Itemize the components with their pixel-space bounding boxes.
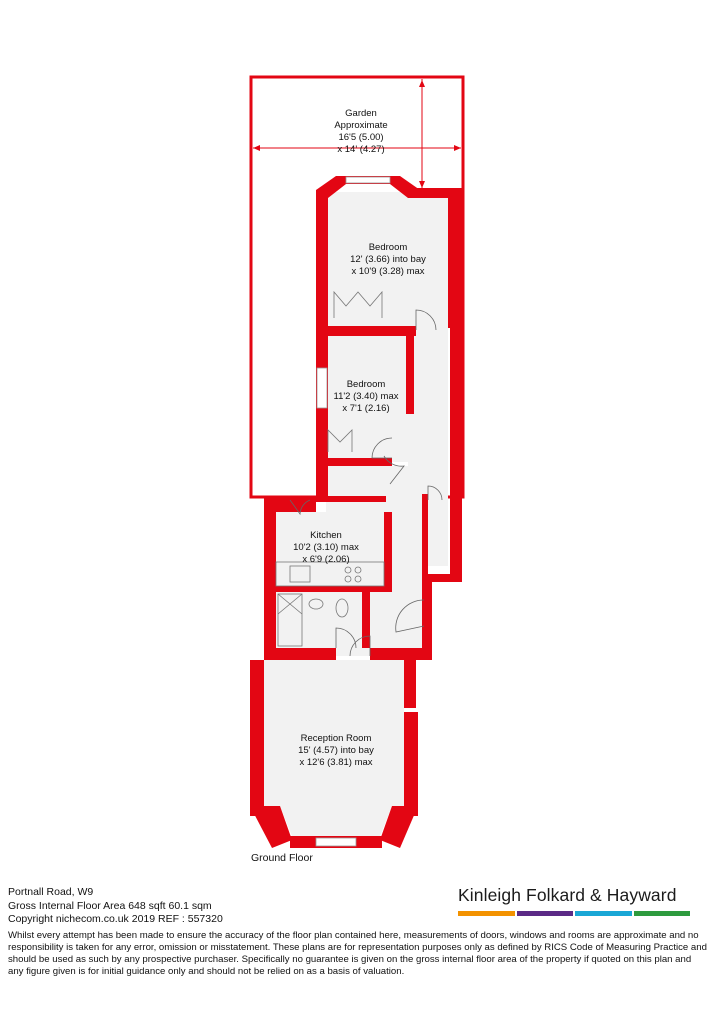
cupboard-wall <box>422 494 428 574</box>
bedroom2-label-3: x 7'1 (2.16) <box>342 403 389 414</box>
kitchen-bottom-wall <box>276 586 392 592</box>
brand-bar-green <box>633 911 690 916</box>
brand-logo: Kinleigh Folkard & Hayward <box>458 885 690 916</box>
wardrobe-bedroom2 <box>327 429 353 452</box>
reception-bay-right <box>380 806 418 848</box>
bedroom2-right-wall <box>406 334 414 414</box>
brand-bar-purple <box>516 911 573 916</box>
reception-bay-floor <box>280 806 392 836</box>
door-front <box>395 599 425 633</box>
label-bedroom-2: Bedroom 11'2 (3.40) max x 7'1 (2.16) <box>333 379 398 414</box>
brand-color-bars <box>458 911 690 916</box>
bedroom2-window <box>316 367 328 409</box>
kitchen-floor <box>276 512 386 586</box>
door-hall <box>383 455 405 485</box>
bathroom-floor <box>276 592 362 648</box>
toilet <box>335 598 349 618</box>
hall-right-lower <box>422 574 462 582</box>
reception-label-1: Reception Room <box>301 733 372 744</box>
walls <box>250 176 462 848</box>
brand-bar-orange <box>458 911 515 916</box>
hob-ring-3 <box>344 575 352 583</box>
kitchen-right-wall <box>384 512 392 588</box>
hob-ring-1 <box>344 566 352 574</box>
bedroom1-label-2: 12' (3.66) into bay <box>350 254 426 265</box>
sink <box>289 565 311 583</box>
hob-ring-4 <box>354 575 362 583</box>
floor-label: Ground Floor <box>251 852 313 864</box>
reception-label-3: x 12'6 (3.81) max <box>299 757 372 768</box>
bedroom1-label-1: Bedroom <box>369 242 408 253</box>
address: Portnall Road, W9 <box>8 886 94 898</box>
garden-label-3: 16'5 (5.00) <box>338 132 383 143</box>
garden-label-4: x 14' (4.27) <box>337 144 384 155</box>
hall-right-wall <box>450 328 462 574</box>
door-kitchen <box>289 499 311 516</box>
doors <box>289 309 443 657</box>
bedroom2-bottom-wall <box>326 458 392 466</box>
bath-tub <box>277 593 303 647</box>
garden-label-1: Garden <box>345 108 377 119</box>
bedroom-2-floor <box>326 336 408 462</box>
bath-cross-2 <box>277 593 303 615</box>
kitchen-label-1: Kitchen <box>310 530 342 541</box>
reception-floor <box>264 660 404 806</box>
bedroom1-top-right <box>408 188 462 198</box>
copyright: Copyright nichecom.co.uk 2019 REF : 5573… <box>8 913 223 925</box>
kitchen-top-wall <box>264 496 316 512</box>
fixtures <box>275 290 385 647</box>
hall-bottom-wall <box>370 648 432 660</box>
reception-label-2: 15' (4.57) into bay <box>298 745 374 756</box>
reception-window-centre <box>315 837 357 847</box>
kitchen-counter <box>275 561 385 587</box>
door-bedroom2 <box>371 437 393 459</box>
label-kitchen: Kitchen 10'2 (3.10) max x 6'9 (2.06) <box>293 530 359 565</box>
door-reception <box>349 635 371 657</box>
bedroom1-right-wall <box>448 188 462 328</box>
bedroom1-bottom-wall <box>328 326 416 336</box>
label-bedroom-1: Bedroom 12' (3.66) into bay x 10'9 (3.28… <box>350 242 426 277</box>
brand-bar-blue <box>575 911 632 916</box>
reception-left-wall <box>250 660 264 816</box>
arrow-head-top <box>419 80 425 87</box>
arrow-head-right <box>454 145 461 151</box>
kitchen-label-2: 10'2 (3.10) max <box>293 542 359 553</box>
kitchen-label-3: x 6'9 (2.06) <box>302 554 349 565</box>
bath-bottom-wall <box>276 648 336 660</box>
disclaimer: Whilst every attempt has been made to en… <box>8 930 707 977</box>
arrow-head-bottom <box>419 181 425 188</box>
hob-ring-2 <box>354 566 362 574</box>
arrow-head-left <box>253 145 260 151</box>
wardrobe-bedroom1 <box>333 290 383 318</box>
bedroom1-label-3: x 10'9 (3.28) max <box>351 266 424 277</box>
hall-right-wall-lower <box>422 574 432 648</box>
property-info: Portnall Road, W9 Gross Internal Floor A… <box>8 886 223 927</box>
door-bath <box>335 627 357 649</box>
left-outer-wall-upper <box>316 190 328 500</box>
bedroom1-window <box>345 176 391 184</box>
label-garden: Garden Approximate 16'5 (5.00) x 14' (4.… <box>334 108 387 155</box>
bedroom2-label-1: Bedroom <box>347 379 386 390</box>
door-bedroom1 <box>415 309 437 331</box>
bath-right-wall <box>362 592 370 648</box>
floor-area: Gross Internal Floor Area 648 sqft 60.1 … <box>8 899 212 912</box>
reception-right-wall <box>404 660 416 708</box>
reception-bay-left <box>250 806 292 848</box>
door-cupboard <box>427 485 443 501</box>
bedroom2-label-2: 11'2 (3.40) max <box>333 391 398 402</box>
floor-plan: Garden Approximate 16'5 (5.00) x 14' (4.… <box>249 75 465 848</box>
reception-right-wall-lower <box>404 712 418 816</box>
garden-label-2: Approximate <box>334 120 387 131</box>
windows <box>315 176 391 847</box>
brand-name: Kinleigh Folkard & Hayward <box>458 885 677 905</box>
left-outer-wall-lower <box>264 496 276 660</box>
kitchen-top-wall-right <box>316 496 386 502</box>
label-reception: Reception Room 15' (4.57) into bay x 12'… <box>298 733 374 768</box>
washbasin <box>308 598 324 610</box>
